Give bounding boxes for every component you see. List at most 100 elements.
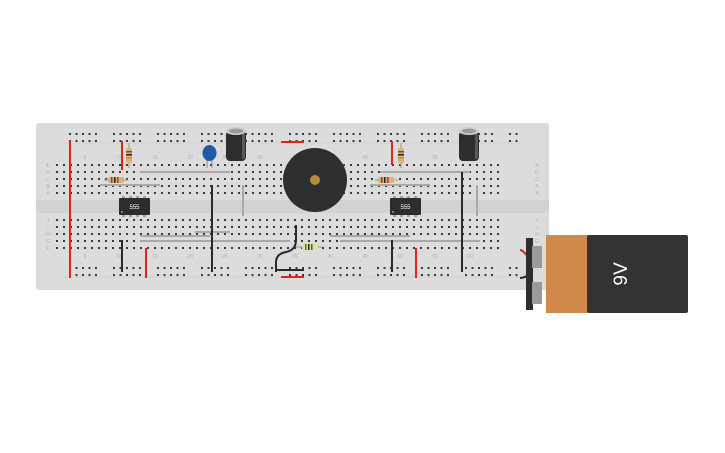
breadboard-hole[interactable] (315, 226, 317, 228)
breadboard-hole[interactable] (133, 240, 135, 242)
breadboard-hole[interactable] (157, 140, 159, 142)
breadboard-hole[interactable] (478, 267, 480, 269)
breadboard-hole[interactable] (63, 247, 65, 249)
breadboard-hole[interactable] (245, 185, 247, 187)
breadboard-hole[interactable] (88, 140, 91, 142)
breadboard-hole[interactable] (203, 178, 205, 180)
breadboard-hole[interactable] (406, 247, 408, 249)
breadboard-hole[interactable] (231, 178, 233, 180)
breadboard-hole[interactable] (377, 140, 379, 142)
breadboard-hole[interactable] (231, 247, 233, 249)
breadboard-hole[interactable] (497, 164, 499, 166)
breadboard-hole[interactable] (484, 140, 487, 142)
breadboard-hole[interactable] (252, 247, 254, 249)
breadboard-hole[interactable] (98, 178, 100, 180)
breadboard-hole[interactable] (266, 178, 268, 180)
breadboard-hole[interactable] (183, 140, 185, 142)
breadboard-hole[interactable] (161, 164, 163, 166)
breadboard-hole[interactable] (455, 192, 457, 194)
breadboard-hole[interactable] (217, 192, 219, 194)
breadboard-hole[interactable] (63, 226, 65, 228)
breadboard-hole[interactable] (471, 267, 474, 269)
breadboard-hole[interactable] (364, 178, 366, 180)
breadboard-hole[interactable] (84, 233, 86, 235)
breadboard-hole[interactable] (163, 140, 166, 142)
breadboard-hole[interactable] (56, 185, 58, 187)
breadboard-hole[interactable] (77, 233, 79, 235)
breadboard-hole[interactable] (434, 185, 436, 187)
breadboard-hole[interactable] (133, 247, 135, 249)
breadboard-hole[interactable] (84, 171, 86, 173)
breadboard-hole[interactable] (203, 219, 205, 221)
breadboard-hole[interactable] (266, 171, 268, 173)
breadboard-hole[interactable] (427, 219, 429, 221)
breadboard-hole[interactable] (56, 219, 58, 221)
breadboard-hole[interactable] (189, 185, 191, 187)
breadboard-hole[interactable] (217, 233, 219, 235)
breadboard-hole[interactable] (203, 226, 205, 228)
breadboard-hole[interactable] (112, 233, 114, 235)
breadboard-hole[interactable] (252, 192, 254, 194)
breadboard-hole[interactable] (357, 233, 359, 235)
breadboard-hole[interactable] (119, 274, 122, 276)
breadboard-hole[interactable] (91, 178, 93, 180)
breadboard-hole[interactable] (91, 192, 93, 194)
breadboard-hole[interactable] (175, 219, 177, 221)
breadboard-hole[interactable] (77, 247, 79, 249)
breadboard-hole[interactable] (371, 164, 373, 166)
breadboard-hole[interactable] (329, 240, 331, 242)
breadboard-hole[interactable] (266, 247, 268, 249)
breadboard-hole[interactable] (91, 240, 93, 242)
breadboard-hole[interactable] (322, 247, 324, 249)
breadboard-hole[interactable] (322, 219, 324, 221)
breadboard-hole[interactable] (447, 267, 449, 269)
breadboard-hole[interactable] (112, 219, 114, 221)
breadboard-hole[interactable] (377, 133, 379, 135)
breadboard-hole[interactable] (168, 185, 170, 187)
breadboard-hole[interactable] (175, 226, 177, 228)
breadboard-hole[interactable] (63, 192, 65, 194)
breadboard-hole[interactable] (245, 133, 247, 135)
breadboard-hole[interactable] (308, 133, 311, 135)
breadboard-hole[interactable] (113, 274, 115, 276)
breadboard-hole[interactable] (112, 171, 114, 173)
breadboard-hole[interactable] (168, 164, 170, 166)
breadboard-hole[interactable] (392, 226, 394, 228)
breadboard-hole[interactable] (105, 219, 107, 221)
breadboard-hole[interactable] (98, 192, 100, 194)
breadboard-hole[interactable] (336, 226, 338, 228)
breadboard-hole[interactable] (56, 240, 58, 242)
breadboard-hole[interactable] (176, 274, 179, 276)
breadboard-hole[interactable] (434, 140, 436, 142)
breadboard-hole[interactable] (210, 164, 212, 166)
breadboard-hole[interactable] (357, 219, 359, 221)
breadboard-hole[interactable] (371, 171, 373, 173)
breadboard-hole[interactable] (203, 192, 205, 194)
breadboard-hole[interactable] (441, 192, 443, 194)
breadboard-hole[interactable] (336, 219, 338, 221)
breadboard-hole[interactable] (371, 233, 373, 235)
breadboard-hole[interactable] (176, 133, 179, 135)
breadboard-hole[interactable] (75, 133, 78, 135)
breadboard-hole[interactable] (196, 185, 198, 187)
breadboard-hole[interactable] (396, 274, 399, 276)
breadboard-hole[interactable] (346, 274, 348, 276)
breadboard-hole[interactable] (385, 247, 387, 249)
breadboard-hole[interactable] (476, 171, 478, 173)
breadboard-hole[interactable] (63, 178, 65, 180)
breadboard-hole[interactable] (403, 274, 405, 276)
breadboard-hole[interactable] (403, 267, 405, 269)
breadboard-hole[interactable] (420, 164, 422, 166)
breadboard-hole[interactable] (140, 192, 142, 194)
breadboard-hole[interactable] (434, 192, 436, 194)
breadboard-hole[interactable] (406, 219, 408, 221)
breadboard-hole[interactable] (170, 274, 172, 276)
breadboard-hole[interactable] (113, 140, 115, 142)
breadboard-hole[interactable] (189, 192, 191, 194)
breadboard-hole[interactable] (259, 233, 261, 235)
breadboard-hole[interactable] (339, 133, 342, 135)
breadboard-hole[interactable] (139, 267, 141, 269)
breadboard-hole[interactable] (175, 247, 177, 249)
breadboard-hole[interactable] (203, 233, 205, 235)
breadboard-hole[interactable] (301, 233, 303, 235)
